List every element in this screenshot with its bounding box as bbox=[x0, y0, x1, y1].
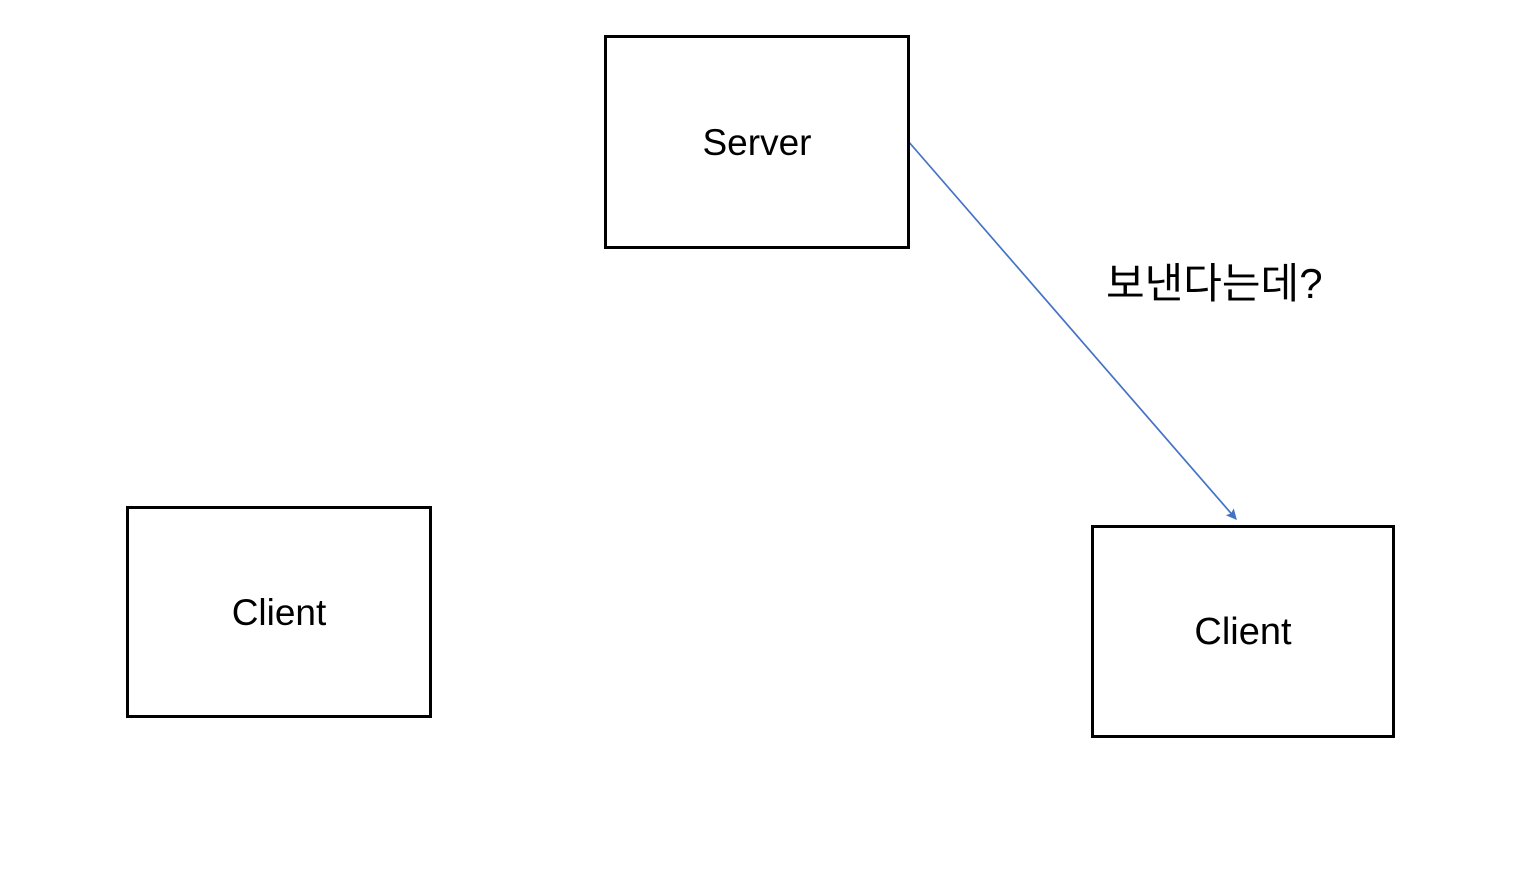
connector-server-to-client-right bbox=[907, 140, 1237, 521]
node-client-right-label: Client bbox=[1194, 610, 1292, 653]
node-server[interactable]: Server bbox=[604, 35, 910, 249]
node-client-left-label: Client bbox=[231, 591, 327, 633]
node-server-label: Server bbox=[702, 121, 812, 163]
node-client-right[interactable]: Client bbox=[1091, 525, 1395, 738]
node-client-left[interactable]: Client bbox=[126, 506, 432, 718]
annotation-send-question: 보낸다는데? bbox=[1106, 260, 1323, 307]
